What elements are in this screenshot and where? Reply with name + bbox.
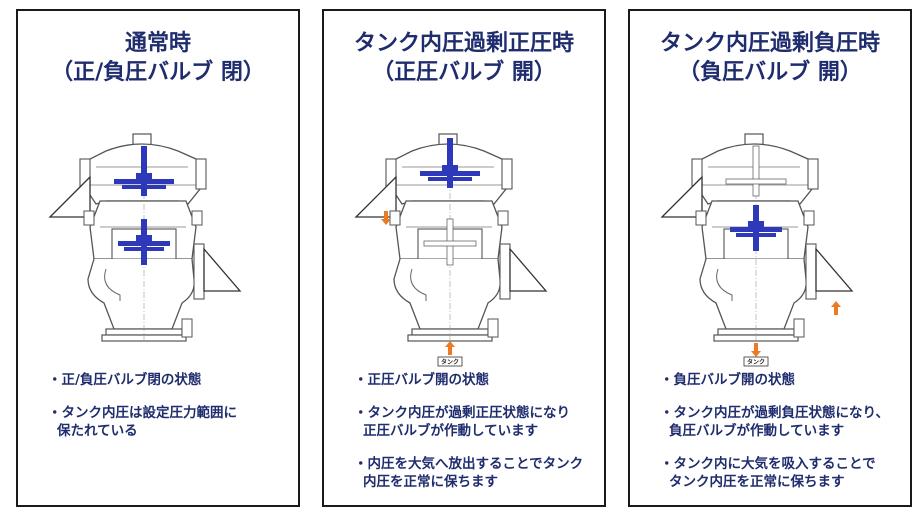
bullet-item: ・正圧バルブ開の状態 xyxy=(354,372,489,388)
inflow-arrow xyxy=(445,341,455,355)
panel-title: タンク内圧過剰正圧時 （正圧バルブ 開） xyxy=(324,29,604,87)
bullet-item: ・正/負圧バルブ閉の状態 xyxy=(48,372,202,388)
bullet-item: ・タンク内圧が過剰負圧状態になり、 負圧バルブが作動しています xyxy=(660,405,889,439)
panel-title: タンク内圧過剰負圧時 （負圧バルブ 開） xyxy=(630,29,910,87)
title-line-1: 通常時 xyxy=(124,31,191,56)
bullet-item: ・タンク内に大気を吸入することで タンク内圧を正常に保ちます xyxy=(660,456,876,490)
title-line-2: （正/負圧バルブ 閉） xyxy=(51,60,265,85)
bullet-item: ・タンク内圧は設定圧力範囲に 保たれている xyxy=(48,405,237,439)
title-line-1: タンク内圧過剰負圧時 xyxy=(659,31,880,56)
tank-label: タンク xyxy=(747,358,765,366)
panel-positive-pressure: タンク内圧過剰正圧時 （正圧バルブ 開） タンク ・正圧バルブ開の状態 ・タンク… xyxy=(322,9,606,507)
valve-diagram-negative-open: タンク xyxy=(661,133,853,367)
panel-title: 通常時 （正/負圧バルブ 閉） xyxy=(18,29,298,87)
title-line-1: タンク内圧過剰正圧時 xyxy=(353,31,574,56)
valve-diagram-positive-open: タンク xyxy=(355,133,547,367)
bullet-list: ・負圧バルブ開の状態 ・タンク内圧が過剰負圧状態になり、 負圧バルブが作動してい… xyxy=(660,371,905,506)
panel-negative-pressure: タンク内圧過剰負圧時 （負圧バルブ 開） タンク ・負圧バルブ開の状態 ・タンク… xyxy=(628,9,912,507)
tank-label-box xyxy=(743,356,769,367)
bullet-item: ・タンク内圧が過剰正圧状態になり 正圧バルブが作動しています xyxy=(354,405,570,439)
bullet-item: ・負圧バルブ開の状態 xyxy=(660,372,795,388)
tank-label: タンク xyxy=(441,358,459,366)
tank-label-box xyxy=(437,356,463,367)
bullet-list: ・正/負圧バルブ閉の状態 ・タンク内圧は設定圧力範囲に 保たれている xyxy=(48,371,293,455)
title-line-2: （負圧バルブ 開） xyxy=(678,60,862,85)
bullet-list: ・正圧バルブ開の状態 ・タンク内圧が過剰正圧状態になり 正圧バルブが作動していま… xyxy=(354,371,599,506)
positive-pressure-valve-outline xyxy=(725,145,787,197)
title-line-2: （正圧バルブ 開） xyxy=(372,60,556,85)
valve-diagram-closed xyxy=(49,133,241,345)
negative-pressure-valve-outline xyxy=(423,218,477,266)
intake-arrow xyxy=(831,301,841,315)
panel-normal: 通常時 （正/負圧バルブ 閉） ・正/負圧バルブ閉の状態 ・タンク内圧は設定圧力… xyxy=(16,9,300,507)
outflow-arrow xyxy=(751,343,761,357)
bullet-item: ・内圧を大気へ放出することでタンク 内圧を正常に保ちます xyxy=(354,456,584,490)
